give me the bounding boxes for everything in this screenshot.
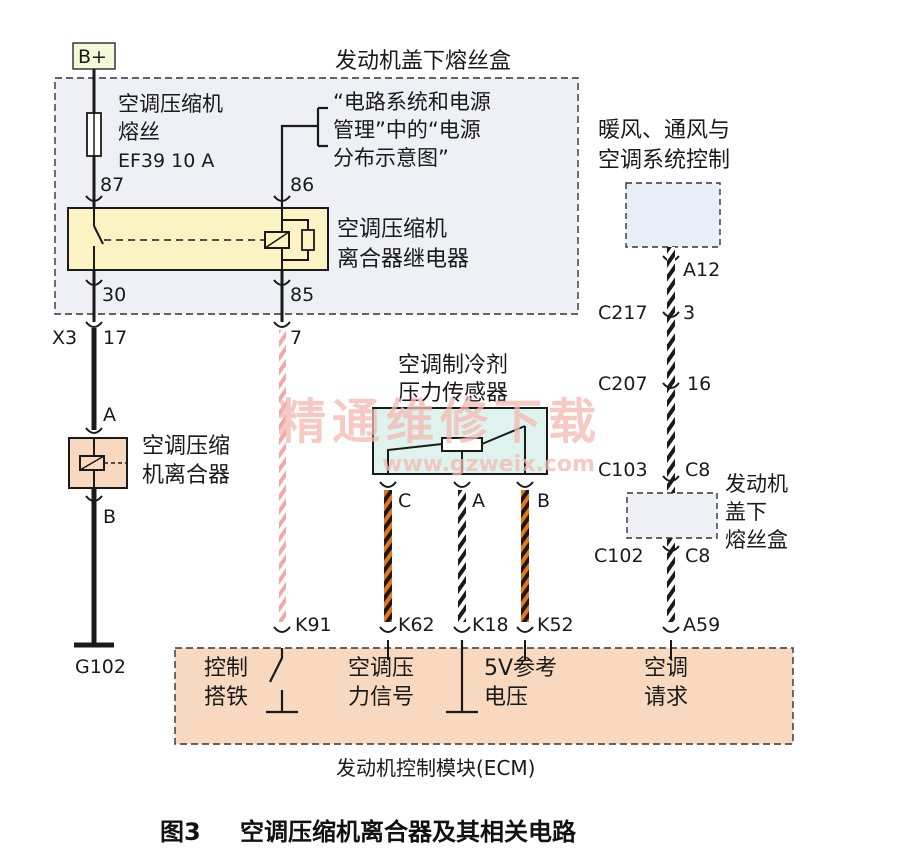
c217-label: C217	[598, 302, 648, 324]
hvac-name-line2: 空调系统控制	[598, 148, 730, 173]
c207-pin: 16	[687, 373, 711, 395]
fusebox-area	[54, 77, 579, 315]
clutch-name-line1: 空调压缩	[142, 434, 230, 459]
battery-terminal	[72, 42, 116, 70]
ecm-pin-k91: K91	[295, 614, 332, 636]
fusebox2-line1: 发动机	[725, 472, 788, 496]
sensor-wiring	[387, 425, 526, 474]
relay-diode	[301, 229, 315, 251]
fusebox-title: 发动机盖下熔丝盒	[335, 49, 511, 74]
k62-arc	[379, 626, 397, 633]
pin-86: 86	[290, 174, 314, 196]
relay-name-line2: 离合器继电器	[337, 247, 469, 272]
wire-relay-ecm	[279, 330, 286, 622]
pin-86-arc	[273, 195, 291, 202]
sensor-pin-a: A	[472, 490, 485, 512]
fusebox2-line3: 熔丝盒	[725, 528, 788, 552]
ecm-label-request-1: 空调	[644, 656, 688, 681]
sensor-pin-b: B	[537, 490, 550, 512]
clutch-pin-a: A	[103, 404, 116, 426]
x3-arc-a	[85, 321, 103, 328]
battery-label: B+	[78, 46, 107, 68]
clutch-coil-slash	[79, 455, 105, 471]
hvac-control-module	[625, 182, 721, 248]
ref-bracket	[280, 106, 328, 208]
ecm-k18-ground	[446, 640, 478, 714]
wire-hvac-fusebox	[667, 247, 675, 493]
ecm-pin-k18: K18	[472, 614, 509, 636]
ecm-label-ground-1: 控制	[204, 656, 248, 681]
fuse-name-line2: 熔丝	[118, 120, 160, 144]
ecm-ground-switch	[266, 648, 298, 714]
clutch-pin-b: B	[103, 506, 116, 528]
ecm-label-ref-2: 电压	[484, 685, 528, 710]
wire-sensor-k62	[384, 490, 392, 622]
ecm-label-pressure-2: 力信号	[348, 685, 414, 710]
ref-note-line2: 管理”中的“电源	[333, 118, 481, 142]
ecm-label-pressure-1: 空调压	[348, 656, 414, 681]
c217-pin: 3	[683, 302, 695, 324]
fusebox2-line2: 盖下	[725, 500, 767, 524]
x3-pin-7: 7	[290, 327, 302, 349]
sensor-pin-c: C	[398, 490, 411, 512]
k91-arc	[273, 626, 291, 633]
c207-label: C207	[598, 373, 648, 395]
c207-arc	[662, 382, 680, 389]
ecm-pin-a59: A59	[683, 614, 720, 636]
c103-label: C103	[598, 459, 648, 481]
k52-arc	[516, 626, 534, 633]
clutch-arc-top	[85, 427, 103, 434]
ecm-label-ref-1: 5V参考	[484, 656, 557, 681]
sensor-name-line2: 压力传感器	[398, 381, 508, 406]
wire-sensor-k52	[521, 490, 529, 622]
sensor-name-line1: 空调制冷剂	[398, 353, 508, 378]
sensor-arc-b	[516, 481, 534, 488]
ref-note-line3: 分布示意图”	[333, 146, 449, 170]
sensor-arc-c	[379, 481, 397, 488]
fusebox2	[626, 492, 718, 539]
x3-pin-17: 17	[103, 327, 127, 349]
figure-caption: 空调压缩机离合器及其相关电路	[240, 818, 577, 846]
fuse-name-line1: 空调压缩机	[118, 92, 223, 116]
ecm-pin-k52: K52	[537, 614, 574, 636]
sensor-arc-a	[453, 481, 471, 488]
a59-arc	[662, 626, 680, 633]
watermark-url: www.gzweix.com	[382, 452, 595, 477]
fuse-id: EF39 10 A	[118, 150, 214, 172]
ground-label: G102	[75, 656, 126, 678]
hvac-pin: A12	[683, 259, 720, 281]
relay-switch-blade	[93, 225, 104, 245]
c102-arc	[662, 545, 680, 552]
relay-name-line1: 空调压缩机	[337, 217, 447, 242]
figure-number: 图3	[160, 818, 201, 846]
relay-coil-slash	[264, 231, 290, 249]
pin-85: 85	[290, 284, 314, 306]
c102-pin: C8	[685, 545, 710, 567]
pin-30: 30	[102, 284, 126, 306]
wire-fusebox-ecm	[667, 538, 675, 622]
relay-coil-wiring	[281, 208, 309, 270]
k18-arc	[453, 626, 471, 633]
c103-arc	[662, 475, 680, 482]
ecm-label-ground-2: 搭铁	[204, 685, 248, 710]
ecm-pin-k62: K62	[398, 614, 435, 636]
c102-label: C102	[594, 545, 644, 567]
c217-arc	[662, 311, 680, 318]
x3-arc-b	[273, 321, 291, 328]
ecm-title: 发动机控制模块(ECM)	[336, 756, 535, 780]
watermark-main: 精通维修下载	[278, 394, 602, 450]
ecm-label-request-2: 请求	[644, 685, 688, 710]
pin-87: 87	[100, 174, 124, 196]
ref-note-line1: “电路系统和电源	[333, 90, 491, 114]
clutch-name-line2: 机离合器	[142, 463, 230, 488]
compressor-clutch	[68, 437, 128, 489]
pin-87-arc	[85, 195, 103, 202]
c103-pin: C8	[685, 459, 710, 481]
wire-sensor-k18	[458, 490, 466, 622]
hvac-name-line1: 暖风、通风与	[598, 118, 730, 143]
x3-label: X3	[52, 327, 77, 349]
